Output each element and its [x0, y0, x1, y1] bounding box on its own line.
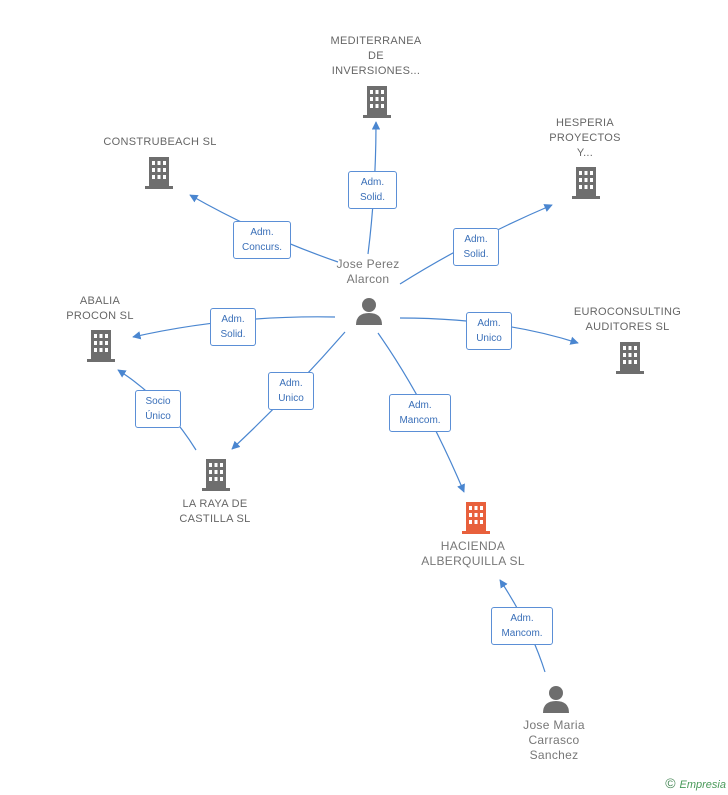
edge-label-to-construbeach[interactable]: Adm. Concurs. [233, 221, 291, 259]
person-icon-jose-perez[interactable] [356, 298, 382, 325]
node-label-construbeach[interactable]: CONSTRUBEACH SL [103, 136, 217, 148]
building-icon-hacienda[interactable] [462, 502, 490, 534]
node-label-euroconsulting[interactable]: EUROCONSULTING AUDITORES SL [573, 306, 682, 333]
edge-label-la-raya-to-abalia[interactable]: Socio Único [135, 390, 181, 428]
node-label-abalia[interactable]: ABALIA PROCON SL [66, 295, 134, 322]
node-label-hacienda[interactable]: HACIENDA ALBERQUILLA SL [421, 539, 525, 568]
node-label-mediterranea[interactable]: MEDITERRANEA DE INVERSIONES... [330, 35, 422, 77]
node-label-la-raya[interactable]: LA RAYA DE CASTILLA SL [179, 498, 251, 525]
building-icon-mediterranea[interactable] [363, 86, 391, 118]
node-label-hesperia[interactable]: HESPERIA PROYECTOS Y... [549, 117, 621, 159]
copyright: ©Empresia [665, 775, 726, 791]
person-icon-jose-maria[interactable] [543, 686, 569, 713]
edge-label-to-la-raya[interactable]: Adm. Unico [268, 372, 314, 410]
building-icon-la-raya[interactable] [202, 459, 230, 491]
brand-logo[interactable]: Empresia [679, 779, 726, 791]
copyright-icon: © [665, 775, 676, 791]
edge-label-to-euroconsulting[interactable]: Adm. Unico [466, 312, 512, 350]
building-icon-euroconsulting[interactable] [616, 342, 644, 374]
node-label-jose-maria[interactable]: Jose Maria Carrasco Sanchez [523, 718, 585, 762]
building-icon-hesperia[interactable] [572, 167, 600, 199]
edge-label-to-abalia[interactable]: Adm. Solid. [210, 308, 256, 346]
node-label-jose-perez[interactable]: Jose Perez Alarcon [336, 257, 400, 286]
edge-label-to-hesperia[interactable]: Adm. Solid. [453, 228, 499, 266]
edge-label-jm-to-hacienda[interactable]: Adm. Mancom. [491, 607, 553, 645]
edge-label-to-mediterranea[interactable]: Adm. Solid. [348, 171, 397, 209]
edge-label-to-hacienda[interactable]: Adm. Mancom. [389, 394, 451, 432]
building-icon-construbeach[interactable] [145, 157, 173, 189]
building-icon-abalia[interactable] [87, 330, 115, 362]
